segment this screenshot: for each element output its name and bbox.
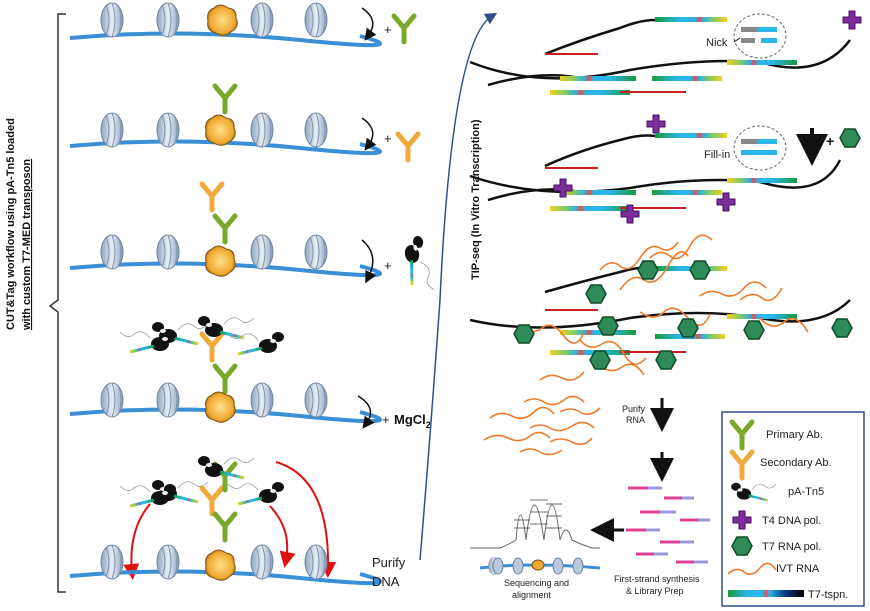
mgcl2-label: MgCl2 xyxy=(394,412,431,430)
sequencing-label: Sequencing and xyxy=(504,578,569,588)
legend-item-secondary-ab: Secondary Ab. xyxy=(732,452,832,478)
cleavage-arrow xyxy=(275,461,337,578)
plus-sign: + xyxy=(384,258,392,273)
nick-step: Nick xyxy=(469,10,862,95)
plus-sign: + xyxy=(826,133,834,149)
legend-item-pa-tn5: pA-Tn5 xyxy=(730,481,824,502)
legend-label: pA-Tn5 xyxy=(788,486,824,498)
connector-arrow xyxy=(419,12,498,561)
chromatin-row-3: + xyxy=(69,184,438,297)
left-panel: CUT&Tag workflow using pA-Tn5 loaded wit… xyxy=(5,2,498,593)
legend-label: T4 DNA pol. xyxy=(762,515,821,527)
library-prep-step: First-strand synthesis & Library Prep xyxy=(590,486,710,596)
purify-rna-label: Purify xyxy=(622,404,646,414)
legend-item-t4-pol: T4 DNA pol. xyxy=(732,510,821,530)
t7-transposon-icon xyxy=(728,590,804,597)
pa-tn5-icon xyxy=(398,233,438,297)
purify-dna-label: Purify xyxy=(372,555,406,570)
first-strand-label: & Library Prep xyxy=(626,586,684,596)
legend: Primary Ab. Secondary Ab. pA-Tn5 T4 DNA … xyxy=(721,411,865,607)
workflow-bracket xyxy=(48,13,66,593)
nick-label: Nick xyxy=(706,37,728,49)
sequencing-step: Sequencing and alignment xyxy=(470,499,601,600)
purify-rna-label: RNA xyxy=(626,415,645,425)
primary-antibody-icon xyxy=(394,16,414,42)
purify-dna-label: DNA xyxy=(372,574,400,589)
legend-label: T7 RNA pol. xyxy=(762,541,821,553)
fill-in-label: Fill-in xyxy=(704,149,730,161)
plus-sign: + xyxy=(384,22,392,37)
purify-rna-step: Purify RNA xyxy=(483,395,674,482)
legend-item-ivt-rna: IVT RNA xyxy=(727,562,820,576)
right-panel: TIP-seq (In Vitro Transcription) Nick xyxy=(469,10,865,607)
plus-sign: + xyxy=(384,131,392,146)
secondary-antibody-icon xyxy=(398,134,418,160)
cut-tag-title-line1: CUT&Tag workflow using pA-Tn5 loaded xyxy=(5,118,17,330)
cut-tag-title-line2: with custom T7-MED transposon xyxy=(21,159,33,331)
t7-rna-polymerase-icon xyxy=(731,536,753,556)
plus-sign: + xyxy=(382,412,390,427)
tagmentation-complex xyxy=(118,454,337,580)
first-strand-label: First-strand synthesis xyxy=(614,574,700,584)
legend-item-t7-pol: T7 RNA pol. xyxy=(731,536,821,556)
chromatin-row-5: Purify DNA xyxy=(69,514,406,589)
antibody-tn5-complex xyxy=(118,314,286,360)
sequencing-label: alignment xyxy=(512,590,552,600)
legend-label: Secondary Ab. xyxy=(760,457,832,469)
transcription-step xyxy=(469,234,853,381)
legend-label: Primary Ab. xyxy=(766,429,823,441)
legend-item-primary-ab: Primary Ab. xyxy=(732,422,823,448)
legend-label: IVT RNA xyxy=(776,563,820,575)
chromatin-row-2: + xyxy=(69,86,418,160)
legend-item-t7-tspn: T7-tspn. xyxy=(728,589,848,601)
cleavage-arrow xyxy=(123,503,151,580)
fill-in-step: Fill-in + xyxy=(469,114,861,224)
ivt-rna-icon xyxy=(727,562,777,576)
cleavage-arrow xyxy=(269,505,296,568)
chromatin-row-1: + xyxy=(69,2,414,48)
tip-seq-title: TIP-seq (In Vitro Transcription) xyxy=(470,119,482,280)
chromatin-row-4: + MgCl2 xyxy=(69,366,431,430)
legend-label: T7-tspn. xyxy=(808,589,848,601)
